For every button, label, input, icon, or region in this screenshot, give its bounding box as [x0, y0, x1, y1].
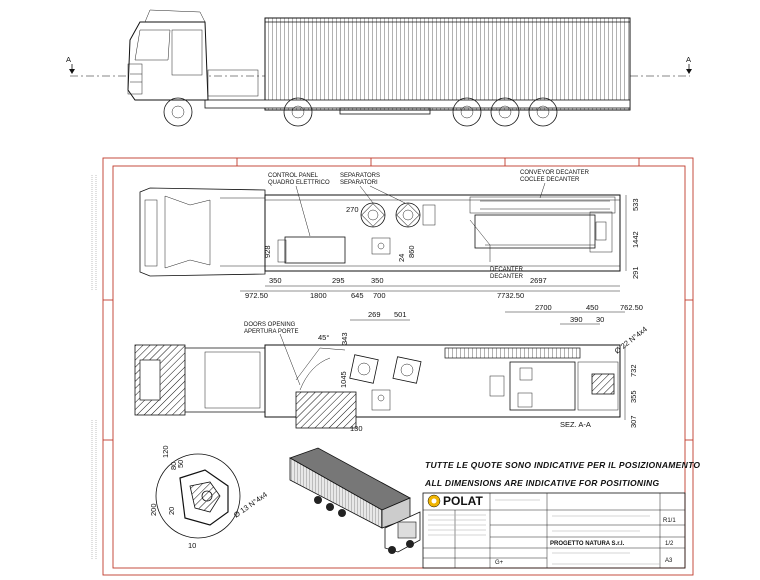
dim-350-b: 350 [371, 276, 384, 285]
dim-1045: 1045 [339, 371, 348, 388]
label-separators-2: SEPARATORI [340, 180, 378, 186]
decanter-unit [469, 211, 613, 262]
dim-700: 700 [373, 291, 386, 300]
dim-645: 645 [351, 291, 364, 300]
dim-533: 533 [631, 198, 640, 211]
detail-dim-50: 50 [176, 460, 185, 468]
label-decanter-1: DECANTER [490, 267, 524, 273]
conveyor-decanter [469, 196, 616, 214]
detail-dim-200: 200 [149, 503, 158, 516]
isometric-truck [289, 447, 421, 554]
sheet-frame [91, 157, 694, 576]
label-control-panel-1: CONTROL PANEL [268, 173, 319, 179]
dim-350-a: 350 [269, 276, 282, 285]
plan-view: CONTROL PANEL QUADRO ELETTRICO SEPARATOR… [139, 170, 640, 300]
label-doors-1: DOORS OPENING [244, 322, 296, 328]
detail-dim-20: 20 [167, 507, 176, 515]
dim-2697: 2697 [530, 276, 547, 285]
dim-450: 450 [586, 303, 599, 312]
dim-130: 130 [350, 424, 363, 433]
logo-text: POLAT [443, 494, 483, 508]
revision: R1/1 [663, 518, 676, 524]
dim-355: 355 [629, 390, 638, 403]
dim-501: 501 [394, 310, 407, 319]
sheet-format: A3 [665, 558, 673, 564]
dim-928: 928 [263, 245, 272, 258]
label-decanter-2: DECANTER [490, 274, 524, 280]
dim-1800: 1800 [310, 291, 327, 300]
dim-7732: 7732.50 [497, 291, 524, 300]
dim-angle-45: 45° [318, 333, 329, 342]
dim-2700: 2700 [535, 303, 552, 312]
dim-30: 30 [596, 315, 604, 324]
project-name: PROGETTO NATURA S.r.l. [550, 541, 625, 547]
label-separators-1: SEPARATORS [340, 173, 380, 179]
hole-spec-22: Ø 22 N°4x4 [613, 325, 649, 356]
detail-dim-10: 10 [188, 541, 196, 550]
label-doors-2: APERTURA PORTE [244, 329, 298, 335]
hole-spec-13: Ø 13 N°4x4 [232, 490, 269, 520]
truck-elevation: A A [66, 9, 692, 127]
title-block: POLAT PROGETTO NATURA S.r.l. R1/1 1/2 A3… [422, 492, 686, 569]
tractor-cab [127, 9, 259, 101]
dim-24: 24 [397, 254, 406, 262]
section-marker-right: A [686, 55, 691, 64]
dim-762: 762.50 [620, 303, 643, 312]
separator-units [360, 202, 436, 255]
dim-291: 291 [631, 266, 640, 279]
container-body [264, 17, 631, 111]
wheels [163, 97, 558, 127]
dim-295: 295 [332, 276, 345, 285]
detail-dim-120: 120 [161, 445, 170, 458]
dim-separator-angle: 270 [346, 205, 359, 214]
dim-1442: 1442 [631, 231, 640, 248]
door-panel [295, 391, 357, 429]
detail-dim-80: 80 [169, 462, 178, 470]
dim-390: 390 [570, 315, 583, 324]
section-marker-left: A [66, 55, 71, 64]
section-view: 2700 450 762.50 390 30 269 501 343 45° 1… [134, 303, 649, 433]
detail-view: 120 80 50 200 20 10 Ø 13 N°4x4 [149, 445, 269, 550]
trailer-chassis [204, 99, 631, 109]
dim-343: 343 [340, 332, 349, 345]
section-label: SEZ. A-A [560, 420, 591, 429]
note-english: ALL DIMENSIONS ARE INDICATIVE FOR POSITI… [424, 478, 659, 488]
dim-860: 860 [407, 245, 416, 258]
dim-307: 307 [629, 415, 638, 428]
scale: G+ [495, 560, 504, 566]
note-italian: TUTTE LE QUOTE SONO INDICATIVE PER IL PO… [425, 460, 700, 470]
label-conveyor-1: CONVEYOR DECANTER [520, 170, 590, 176]
dim-269: 269 [368, 310, 381, 319]
dim-732: 732 [629, 364, 638, 377]
sheet-number: 1/2 [665, 541, 674, 547]
dim-972: 972.50 [245, 291, 268, 300]
control-panel-box [284, 236, 346, 264]
label-control-panel-2: QUADRO ELETTRICO [268, 180, 330, 186]
label-conveyor-2: COCLEE DECANTER [520, 177, 580, 183]
